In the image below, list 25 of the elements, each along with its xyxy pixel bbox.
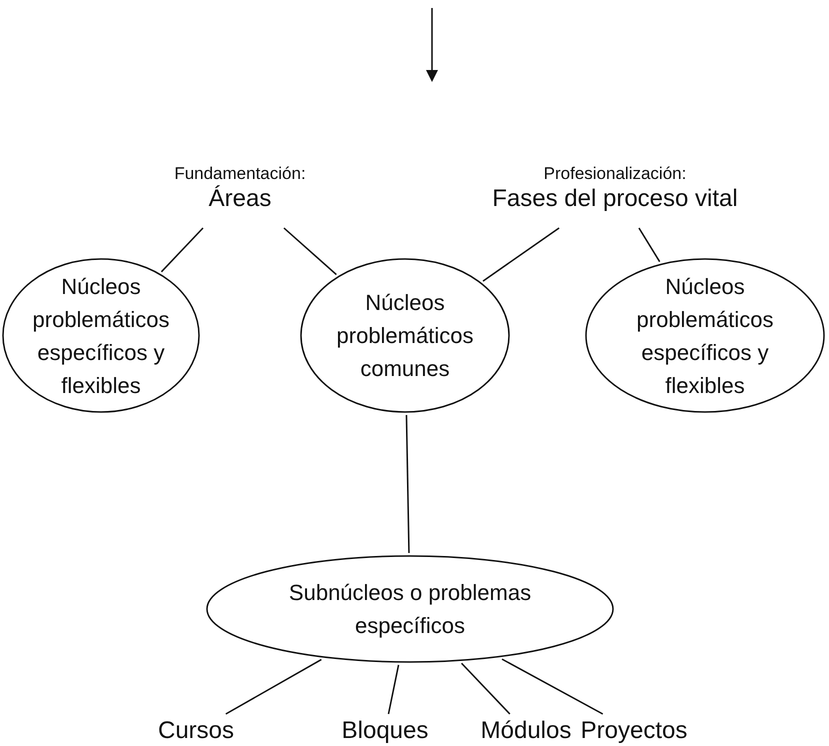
heading-text: Fundamentación: [174, 164, 306, 185]
node-text: Subnúcleos o problemas específicos [288, 579, 532, 640]
connector-line [388, 664, 400, 714]
ellipse-node [206, 555, 614, 663]
connector-line [482, 227, 560, 282]
ellipse-node [300, 258, 510, 413]
ellipse-node [585, 258, 825, 413]
label-text: Bloques [342, 716, 428, 746]
label-text: Áreas [208, 184, 272, 214]
label-text: Fases del proceso vital [492, 184, 738, 214]
connector-line [502, 658, 604, 715]
node-text: Núcleos problemáticos comunes [336, 289, 474, 383]
heading-text: Profesionalización: [544, 164, 686, 185]
label-text: Módulos [480, 716, 572, 746]
connector-line [461, 662, 510, 715]
label-text: Cursos [158, 716, 234, 746]
ellipse-node [2, 258, 200, 413]
connector-line [225, 658, 322, 715]
label-text: Proyectos [580, 716, 688, 746]
node-text: Núcleos problemáticos específicos y flexibles [636, 272, 774, 400]
connector-line [406, 414, 410, 554]
connector-line [638, 228, 660, 262]
connector-line [160, 227, 204, 272]
node-text: Núcleos problemáticos específicos y flexibles [32, 272, 170, 400]
connector-line [283, 227, 337, 276]
